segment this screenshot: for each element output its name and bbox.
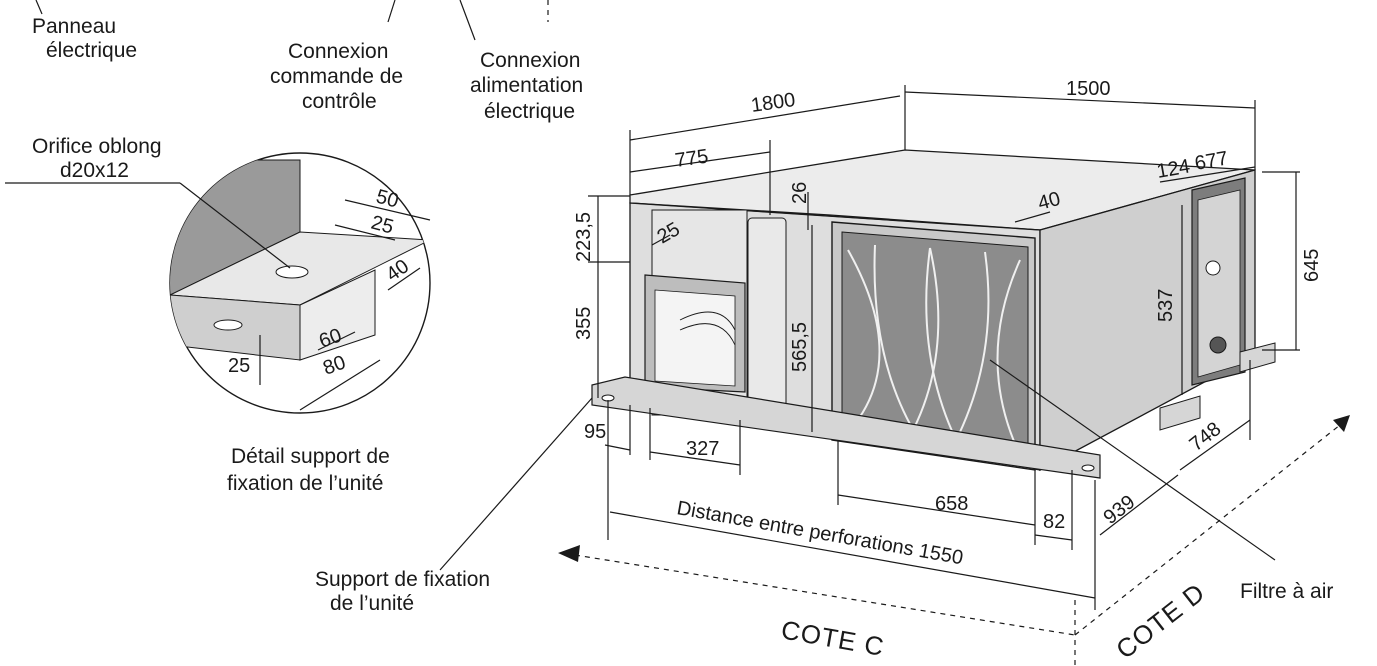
label-detail-2: fixation de l’unité <box>227 472 383 495</box>
dim-537: 537 <box>1155 289 1177 322</box>
small-side-panel <box>747 217 787 414</box>
detail-slot <box>275 265 309 279</box>
label-alim-1: Connexion <box>480 49 580 72</box>
unit-body <box>591 149 1276 479</box>
detail-bracket <box>299 269 376 361</box>
dim-26: 26 <box>789 182 811 204</box>
label-orifice-1: Orifice oblong <box>32 135 162 158</box>
dim-1500: 1500 <box>1066 78 1111 100</box>
label-support-1: Support de fixation <box>315 568 490 591</box>
detail-hole <box>213 319 243 331</box>
det-25-left: 25 <box>228 355 250 377</box>
leader-lines <box>5 0 1276 571</box>
mounting-bracket-1 <box>1159 395 1201 431</box>
label-cote-d: COTE D <box>1110 577 1211 665</box>
filter-curve-3 <box>904 247 940 446</box>
dimension-lines <box>259 85 1350 666</box>
label-orifice-2: d20x12 <box>60 159 129 182</box>
filter-curve-2 <box>925 247 961 449</box>
label-cmd-1: Connexion <box>288 40 388 63</box>
label-cote-c: COTE C <box>779 614 887 662</box>
dim-658: 658 <box>935 493 968 515</box>
label-alim-2: alimentation <box>470 74 583 97</box>
dim-223-5: 223,5 <box>573 212 595 262</box>
label-cmd-3: contrôle <box>302 90 377 113</box>
mounting-rail-left <box>591 376 1101 479</box>
filter-curve-1 <box>873 244 919 439</box>
filter-curve-5 <box>847 249 881 431</box>
dim-939: 939 <box>1100 491 1140 529</box>
label-panneau-1: Panneau <box>32 15 116 38</box>
dim-82: 82 <box>1043 511 1065 533</box>
label-panneau-2: électrique <box>46 39 137 62</box>
fixing-bracket-detail <box>169 152 431 414</box>
dim-645: 645 <box>1301 249 1323 282</box>
label-alim-3: électrique <box>484 100 575 123</box>
fan-scroll <box>654 289 736 387</box>
label-detail-1: Détail support de <box>231 445 390 468</box>
dim-95: 95 <box>584 421 606 443</box>
dim-565-5: 565,5 <box>789 322 811 372</box>
filter-curve-4 <box>949 251 990 453</box>
label-support-2: de l’unité <box>330 592 414 615</box>
dim-355: 355 <box>573 307 595 340</box>
label-filtre: Filtre à air <box>1240 580 1333 603</box>
dim-748: 748 <box>1186 418 1226 456</box>
dim-1800: 1800 <box>750 89 797 117</box>
label-cmd-2: commande de <box>270 65 403 88</box>
dim-327: 327 <box>686 438 719 460</box>
arrow-cote-d <box>1333 415 1350 432</box>
arrow-cote-c <box>558 545 580 562</box>
filter-curve-6 <box>996 259 1021 456</box>
dim-775: 775 <box>674 146 710 172</box>
